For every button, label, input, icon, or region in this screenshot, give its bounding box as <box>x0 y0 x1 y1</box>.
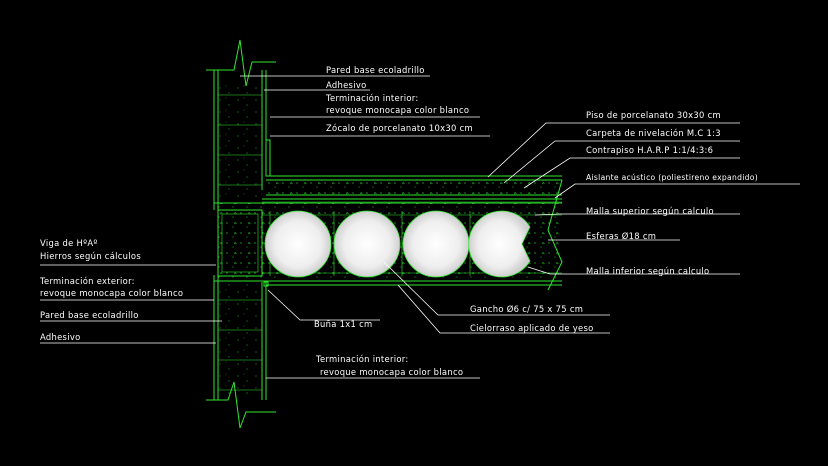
label-adhesive-bottom: Adhesivo <box>40 332 81 342</box>
label-interior-finish-bottom-1: Terminación interior: <box>315 354 408 364</box>
sphere-2 <box>333 210 401 278</box>
label-ceiling: Cielorraso aplicado de yeso <box>470 323 594 333</box>
leader-lines <box>40 75 800 379</box>
label-adhesive-top: Adhesivo <box>326 80 367 90</box>
label-interior-finish-bottom-2: revoque monocapa color blanco <box>320 367 463 377</box>
label-hook: Gancho Ø6 c/ 75 x 75 cm <box>470 304 583 314</box>
label-interior-finish-top-1: Terminación interior: <box>325 93 418 103</box>
label-wall-bottom: Pared base ecoladrillo <box>40 310 139 320</box>
upper-wall <box>206 39 276 210</box>
label-wall-top: Pared base ecoladrillo <box>326 65 425 75</box>
label-subfloor: Contrapiso H.A.R.P 1:1/4:3:6 <box>586 145 713 155</box>
label-beam-2: Hierros según cálculos <box>40 251 141 261</box>
annotation-labels: Pared base ecoladrillo Adhesivo Terminac… <box>39 65 758 377</box>
label-beam-1: Viga de HºAº <box>40 238 98 248</box>
label-exterior-finish-2: revoque monocapa color blanco <box>40 288 183 298</box>
label-interior-finish-top-2: revoque monocapa color blanco <box>326 105 469 115</box>
label-exterior-finish-1: Terminación exterior: <box>39 276 135 286</box>
label-skirting: Zócalo de porcelanato 10x30 cm <box>326 123 473 133</box>
label-bottom-mesh: Malla inferior según calculo <box>586 266 709 276</box>
voided-slab <box>214 179 563 291</box>
label-spheres: Esferas Ø18 cm <box>586 231 656 241</box>
floor-layers <box>262 175 562 203</box>
label-floor-tile: Piso de porcelanato 30x30 cm <box>586 110 721 120</box>
label-top-mesh: Malla superior según calculo <box>586 206 714 216</box>
label-leveling-layer: Carpeta de nivelación M.C 1:3 <box>586 128 721 138</box>
label-groove: Buña 1x1 cm <box>314 319 373 329</box>
sphere-1 <box>264 210 332 278</box>
lower-wall <box>206 275 276 429</box>
sphere-4 <box>468 210 531 278</box>
label-acoustic-insulation: Aislante acústico (poliestireno expandid… <box>586 173 758 182</box>
sphere-3 <box>402 210 470 278</box>
